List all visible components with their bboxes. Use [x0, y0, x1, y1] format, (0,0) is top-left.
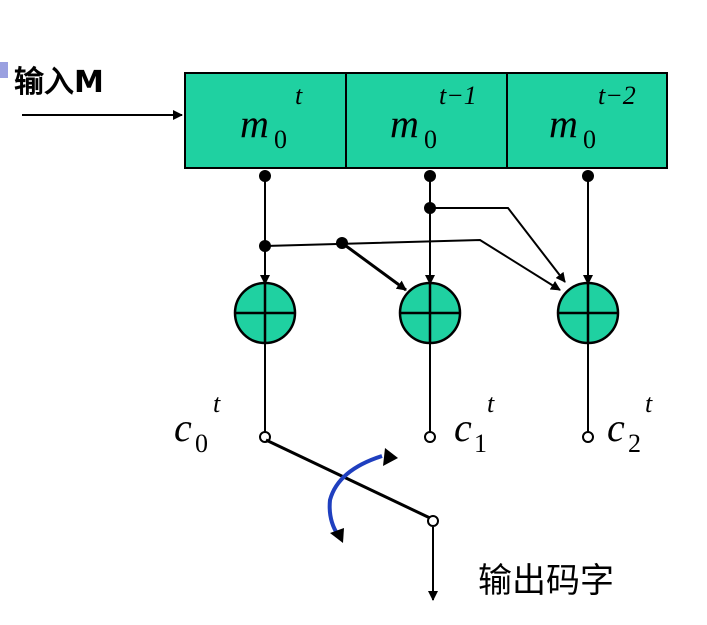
register-2-symbol: m	[549, 101, 578, 146]
commutator-pivot	[427, 515, 439, 527]
output-c1-superscript: t	[487, 389, 495, 418]
shift-register: m 0 t m 0 t−1 m 0 t−2	[184, 72, 668, 169]
commutator-switch-arm	[265, 438, 431, 520]
register-0-superscript: t	[295, 81, 303, 110]
xor-gate-0	[233, 281, 297, 345]
corner-mark	[0, 62, 8, 78]
input-label: 输入M	[14, 65, 104, 100]
register-1-superscript: t−1	[439, 81, 477, 110]
output-c2-subscript: 2	[628, 429, 641, 458]
output-c0-symbol: c	[174, 405, 192, 450]
register-1-subscript: 0	[424, 125, 437, 154]
tap-wires	[259, 170, 594, 292]
register-1-symbol: m	[390, 101, 419, 146]
wire-m0t-to-xor2	[264, 238, 561, 291]
terminal-c1	[424, 431, 436, 443]
output-c0-subscript: 0	[195, 429, 208, 458]
register-cell-2	[506, 72, 668, 169]
output-c2-superscript: t	[645, 389, 653, 418]
rotation-arc	[327, 454, 383, 537]
register-0-symbol: m	[240, 101, 269, 146]
xor-gate-1	[398, 281, 462, 345]
output-c2-symbol: c	[607, 405, 625, 450]
xor-gate-2	[556, 281, 620, 345]
wire-m0t1-to-xor2	[430, 207, 566, 283]
output-c1-subscript: 1	[474, 429, 487, 458]
terminal-c2	[582, 431, 594, 443]
output-c1-symbol: c	[454, 405, 472, 450]
rotation-arrowhead-bottom	[330, 528, 344, 543]
register-0-subscript: 0	[274, 125, 287, 154]
output-label: 输出码字	[478, 561, 614, 601]
register-cell-1	[345, 72, 508, 169]
output-c0-superscript: t	[213, 389, 221, 418]
register-2-superscript: t−2	[598, 81, 636, 110]
rotation-arrowhead-top	[383, 448, 398, 466]
wire-m0t-to-xor1	[341, 241, 407, 292]
register-2-subscript: 0	[583, 125, 596, 154]
